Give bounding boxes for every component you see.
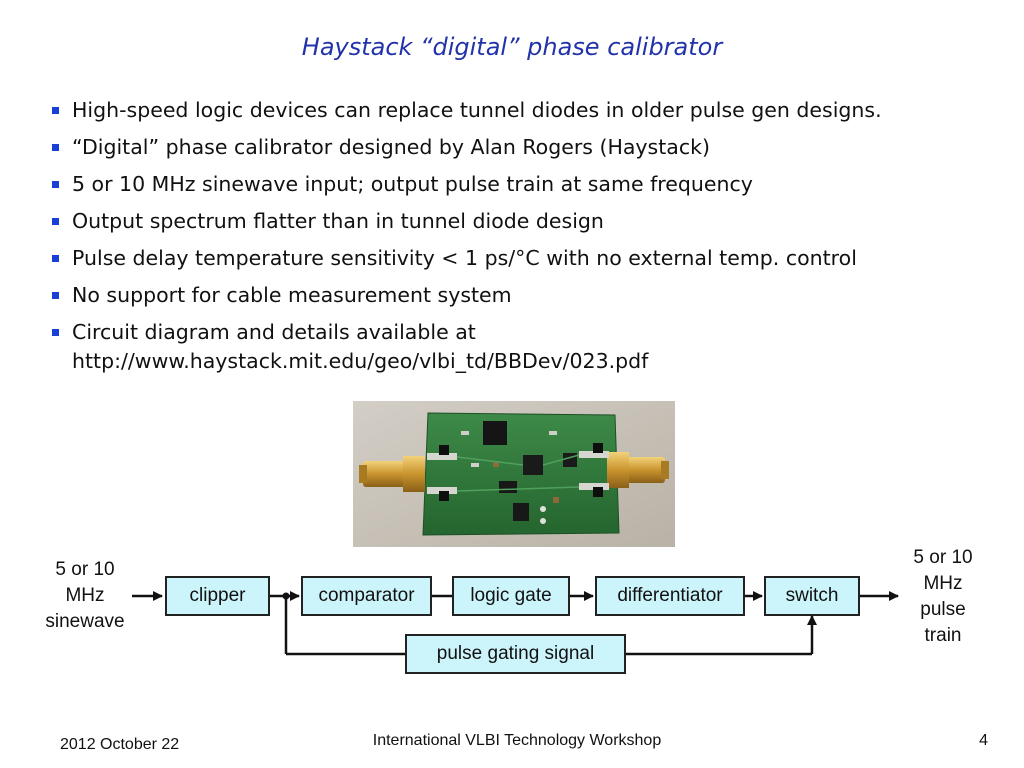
output-label-line: train [924, 625, 962, 646]
circuit-board-photo [353, 401, 675, 547]
square-bullet-icon [52, 218, 59, 225]
input-label-line: sinewave [45, 611, 125, 632]
bullet-list: High-speed logic devices can replace tun… [52, 96, 992, 384]
square-bullet-icon [52, 144, 59, 151]
comparator-block: comparator [301, 576, 432, 616]
output-label-line: MHz [923, 573, 963, 594]
square-bullet-icon [52, 181, 59, 188]
bullet-item: Output spectrum flatter than in tunnel d… [52, 207, 992, 236]
differentiator-block: differentiator [595, 576, 745, 616]
bullet-item: 5 or 10 MHz sinewave input; output pulse… [52, 170, 992, 199]
output-label-line: pulse [920, 599, 966, 620]
square-bullet-icon [52, 329, 59, 336]
bullet-text: High-speed logic devices can replace tun… [72, 98, 882, 122]
block-diagram-connectors [132, 591, 899, 656]
bullet-text: No support for cable measurement system [72, 283, 512, 307]
square-bullet-icon [52, 107, 59, 114]
output-label-line: 5 or 10 [913, 547, 973, 568]
logic-gate-block: logic gate [452, 576, 570, 616]
bullet-item: “Digital” phase calibrator designed by A… [52, 133, 992, 162]
slide-number: 4 [979, 732, 988, 749]
pulse-gating-signal-block: pulse gating signal [405, 634, 626, 674]
switch-block: switch [764, 576, 860, 616]
bullet-item: High-speed logic devices can replace tun… [52, 96, 992, 125]
input-label-line: 5 or 10 [55, 559, 115, 580]
bullet-text: Circuit diagram and details available at… [72, 320, 649, 373]
input-signal-label: 5 or 10 MHz sinewave [30, 557, 140, 635]
bullet-text: 5 or 10 MHz sinewave input; output pulse… [72, 172, 753, 196]
bullet-item: No support for cable measurement system [52, 281, 992, 310]
bullet-text: Pulse delay temperature sensitivity < 1 … [72, 246, 857, 270]
clipper-block: clipper [165, 576, 270, 616]
square-bullet-icon [52, 292, 59, 299]
footer-event: International VLBI Technology Workshop [372, 732, 662, 749]
square-bullet-icon [52, 255, 59, 262]
input-label-line: MHz [65, 585, 105, 606]
bullet-item: Pulse delay temperature sensitivity < 1 … [52, 244, 992, 273]
output-signal-label: 5 or 10 MHz pulse train [893, 545, 993, 649]
slide-title: Haystack “digital” phase calibrator [301, 33, 723, 61]
footer-date: 2012 October 22 [60, 736, 180, 753]
bullet-text: Output spectrum flatter than in tunnel d… [72, 209, 604, 233]
bullet-text: “Digital” phase calibrator designed by A… [72, 135, 710, 159]
bullet-item: Circuit diagram and details available at… [52, 318, 992, 376]
